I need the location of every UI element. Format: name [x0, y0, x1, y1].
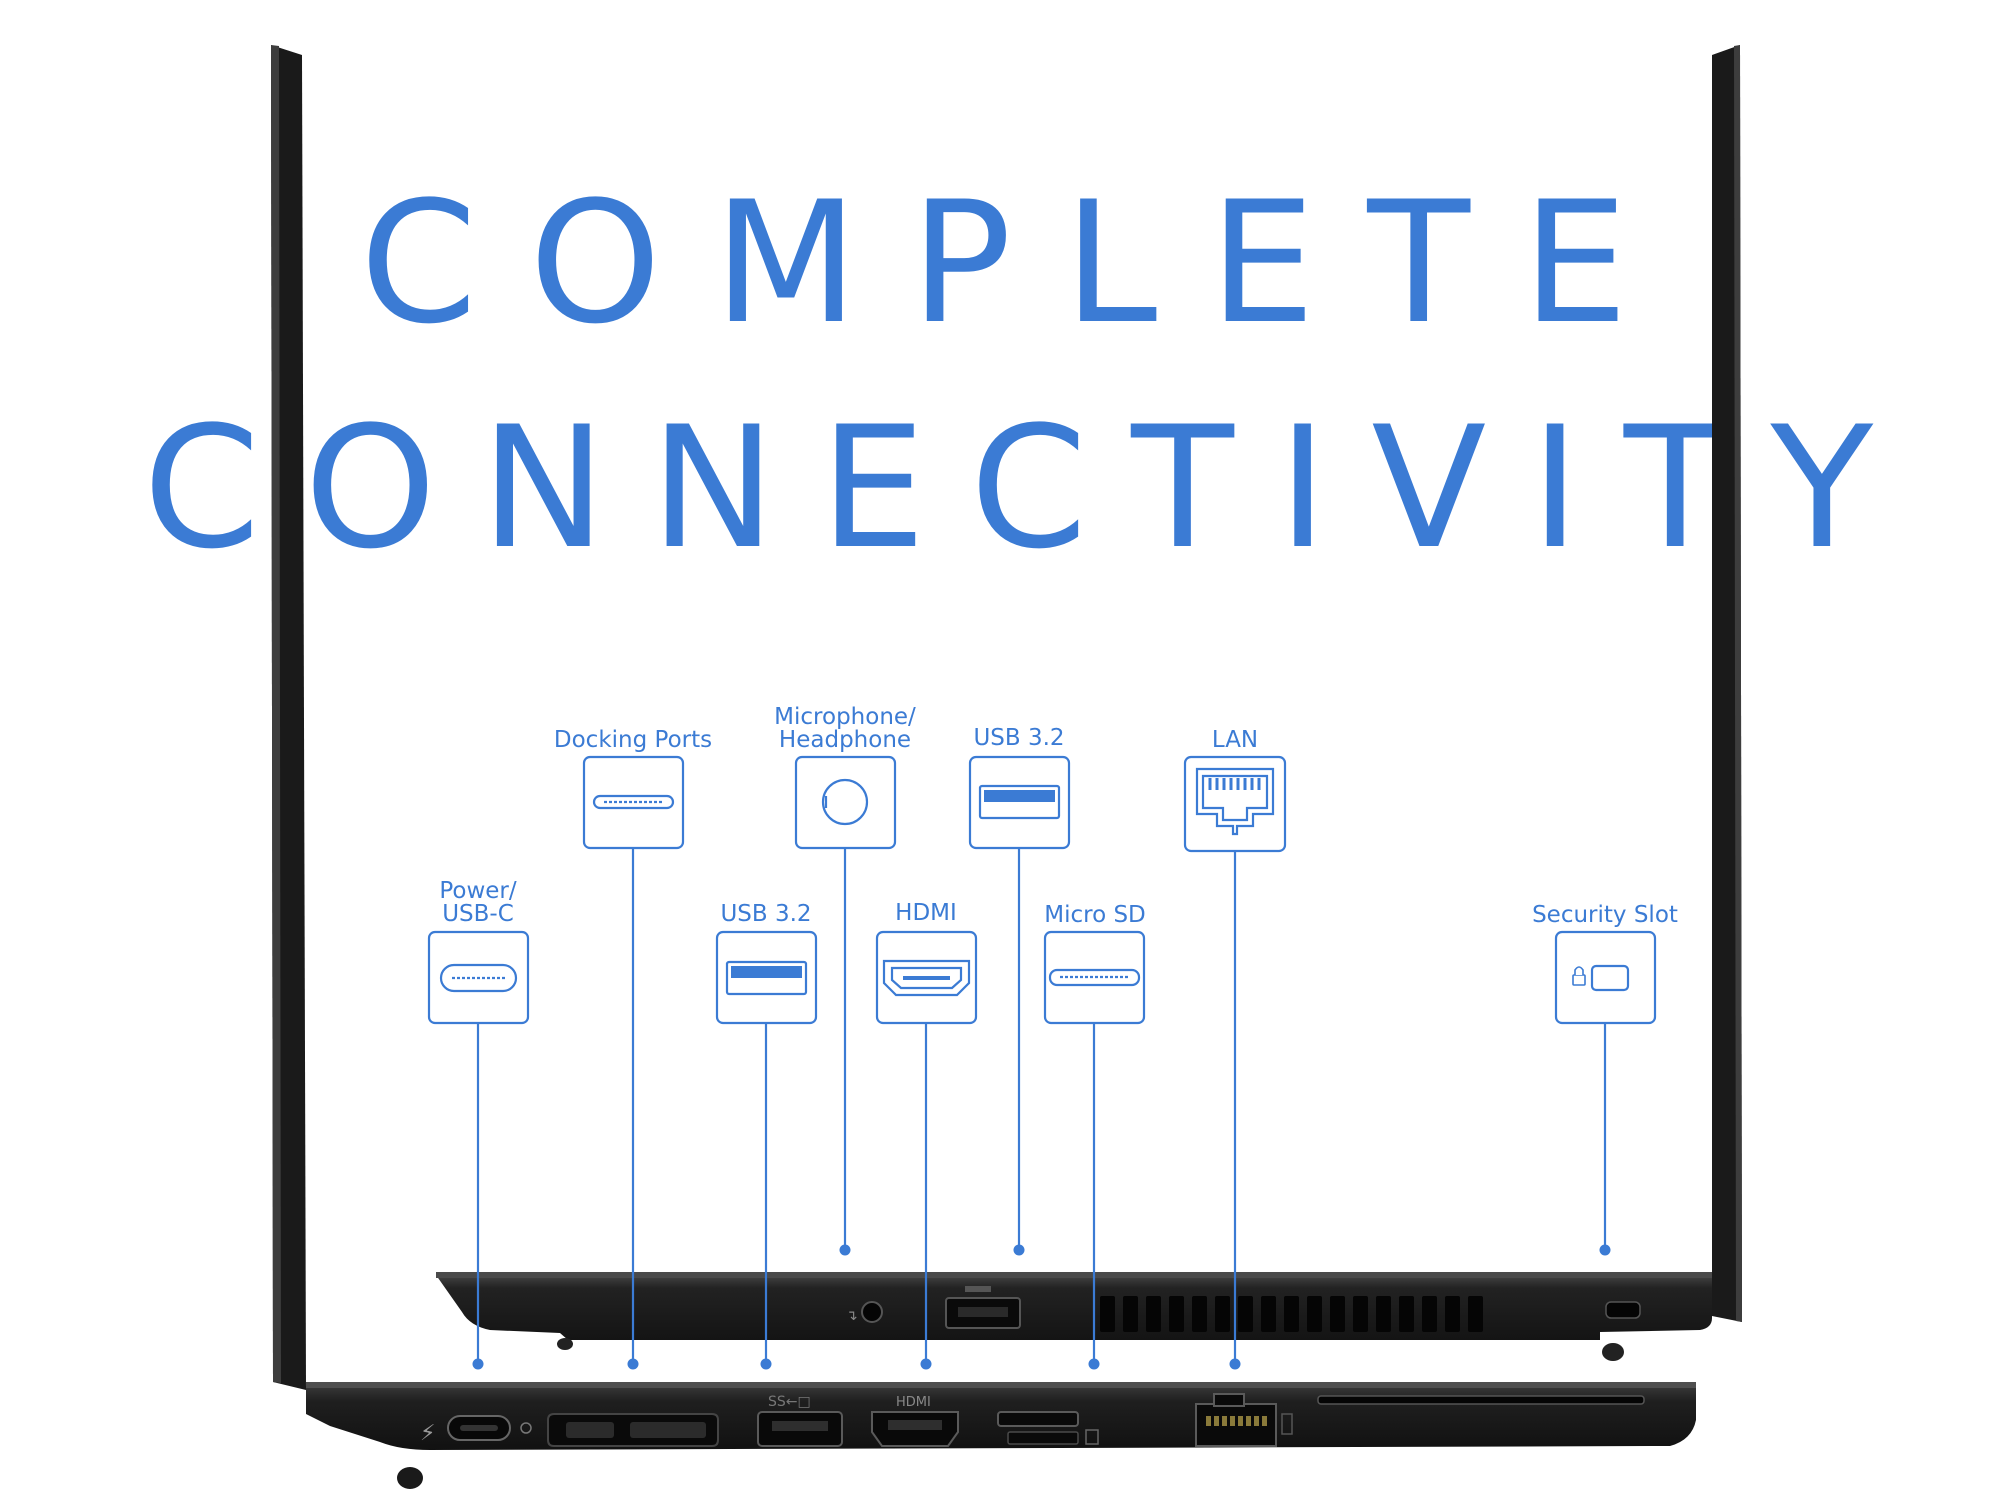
right-lid — [1712, 45, 1742, 1322]
svg-text:↴: ↴ — [846, 1308, 858, 1324]
left-lid — [271, 45, 306, 1390]
laptop-left-side: ⚡ SS←□ HDMI — [306, 1382, 1696, 1489]
headphone-jack-icon — [794, 755, 897, 850]
lan-port-icon — [1183, 755, 1287, 853]
label-power-usbc: Power/ USB-C — [439, 878, 517, 927]
usb-a-icon — [968, 755, 1071, 850]
label-mic-headphone: Microphone/ Headphone — [774, 704, 916, 753]
usb-a-icon — [715, 930, 818, 1025]
label-docking-ports: Docking Ports — [553, 727, 713, 753]
label-usb32-left: USB 3.2 — [720, 901, 812, 927]
usb-c-icon — [427, 930, 530, 1025]
hdmi-icon — [875, 930, 978, 1025]
docking-port-icon — [582, 755, 685, 850]
leader-lines — [476, 848, 1607, 1364]
label-micro-sd: Micro SD — [1044, 902, 1146, 928]
chassis-hdmi-mark: HDMI — [896, 1395, 931, 1410]
leader-dots — [472, 1244, 1611, 1370]
label-hdmi: HDMI — [895, 900, 957, 926]
air-vents — [1100, 1296, 1483, 1332]
label-usb32-right: USB 3.2 — [973, 725, 1065, 751]
svg-text:SS←□: SS←□ — [768, 1394, 811, 1410]
svg-text:⚡: ⚡ — [420, 1421, 435, 1446]
laptop-right-side: ↴ — [436, 1272, 1712, 1361]
label-security-slot: Security Slot — [1532, 902, 1678, 928]
headline-line-1: COMPLETE — [359, 165, 1681, 361]
micro-sd-icon — [1043, 930, 1146, 1025]
headline-line-2: CONNECTIVITY — [142, 390, 1918, 586]
label-lan: LAN — [1211, 727, 1259, 753]
security-lock-icon — [1554, 930, 1657, 1025]
